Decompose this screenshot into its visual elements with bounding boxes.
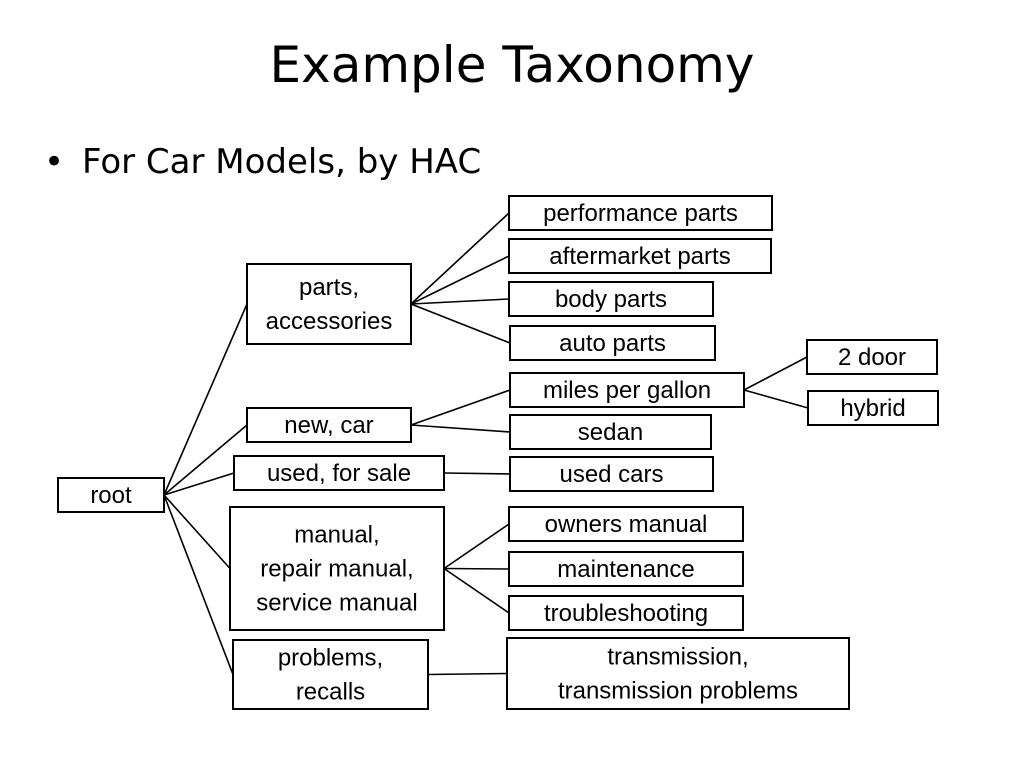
node-label: service manual xyxy=(256,590,417,617)
node-box xyxy=(508,195,773,231)
node-label: miles per gallon xyxy=(543,377,711,404)
node-label: root xyxy=(90,482,132,509)
edge-parts-auto xyxy=(410,303,511,344)
node-label: transmission, xyxy=(607,644,748,671)
node-label: new, car xyxy=(284,412,373,439)
node-label: sedan xyxy=(578,419,643,446)
node-transmission: transmission, transmission problems xyxy=(506,637,850,710)
node-box xyxy=(246,263,412,345)
edge-mpg-twodoor xyxy=(743,356,808,391)
node-box xyxy=(57,477,165,513)
bullet-dot: • xyxy=(44,142,65,182)
node-box xyxy=(246,407,412,443)
edge-root-used xyxy=(163,472,235,496)
node-body: body parts xyxy=(508,281,714,317)
node-label: recalls xyxy=(296,679,365,706)
bullet-text: For Car Models, by HAC xyxy=(82,142,482,182)
nodes-layer: root parts, accessories new, car used, for s… xyxy=(57,195,939,710)
node-sedan: sedan xyxy=(509,414,712,450)
node-label: repair manual, xyxy=(260,556,413,583)
node-label: transmission problems xyxy=(558,678,798,705)
node-owners: owners manual xyxy=(508,506,744,542)
edge-manual-owners xyxy=(443,523,510,570)
node-label: maintenance xyxy=(557,556,694,583)
edge-newcar-sedan xyxy=(410,424,511,433)
node-box xyxy=(232,639,429,710)
node-label: hybrid xyxy=(840,395,905,422)
edge-manual-troubleshooting xyxy=(443,567,510,614)
node-mpg: miles per gallon xyxy=(509,372,745,408)
node-box xyxy=(806,339,938,375)
edge-problems-transmission xyxy=(427,672,508,676)
edge-root-manual xyxy=(163,494,231,570)
edge-root-problems xyxy=(163,494,234,675)
node-auto: auto parts xyxy=(509,325,716,361)
node-label: problems, xyxy=(278,645,383,672)
edge-manual-maintenance xyxy=(443,567,510,570)
node-label: used, for sale xyxy=(267,460,411,487)
node-box xyxy=(508,506,744,542)
edge-used-usedcars xyxy=(443,472,511,475)
node-box xyxy=(509,325,716,361)
node-troubleshooting: troubleshooting xyxy=(508,595,744,631)
node-parts: parts, accessories xyxy=(246,263,412,345)
node-box xyxy=(509,456,714,492)
node-box xyxy=(229,506,445,631)
node-label: body parts xyxy=(555,286,667,313)
edge-parts-aftermarket xyxy=(410,255,510,305)
node-hybrid: hybrid xyxy=(807,390,939,426)
node-box xyxy=(506,637,850,710)
node-label: aftermarket parts xyxy=(549,243,730,270)
node-label: troubleshooting xyxy=(544,600,708,627)
edge-newcar-mpg xyxy=(410,389,511,426)
node-box xyxy=(508,281,714,317)
node-label: parts, xyxy=(299,274,359,301)
node-label: accessories xyxy=(266,308,393,335)
bullet-item: • For Car Models, by HAC xyxy=(44,140,481,184)
node-performance: performance parts xyxy=(508,195,773,231)
edges-layer xyxy=(163,212,809,676)
edge-root-newcar xyxy=(163,424,248,496)
node-newcar: new, car xyxy=(246,407,412,443)
node-root: root xyxy=(57,477,165,513)
edge-parts-performance xyxy=(410,212,510,305)
node-label: 2 door xyxy=(838,344,906,371)
edge-mpg-hybrid xyxy=(743,389,809,409)
edge-root-parts xyxy=(163,303,248,496)
node-box xyxy=(509,372,745,408)
node-box xyxy=(508,595,744,631)
node-aftermarket: aftermarket parts xyxy=(508,238,772,274)
node-twodoor: 2 door xyxy=(806,339,938,375)
node-usedcars: used cars xyxy=(509,456,714,492)
node-box xyxy=(508,238,772,274)
node-label: manual, xyxy=(294,522,379,549)
node-label: auto parts xyxy=(559,330,666,357)
node-used: used, for sale xyxy=(233,455,445,491)
node-maintenance: maintenance xyxy=(508,551,744,587)
node-label: owners manual xyxy=(545,511,708,538)
node-label: used cars xyxy=(559,461,663,488)
node-box xyxy=(807,390,939,426)
slide-title: Example Taxonomy xyxy=(269,36,755,94)
node-box xyxy=(509,414,712,450)
node-problems: problems, recalls xyxy=(232,639,429,710)
node-box xyxy=(508,551,744,587)
edge-parts-body xyxy=(410,298,510,305)
node-label: performance parts xyxy=(543,200,738,227)
node-box xyxy=(233,455,445,491)
node-manual: manual, repair manual, service manual xyxy=(229,506,445,631)
